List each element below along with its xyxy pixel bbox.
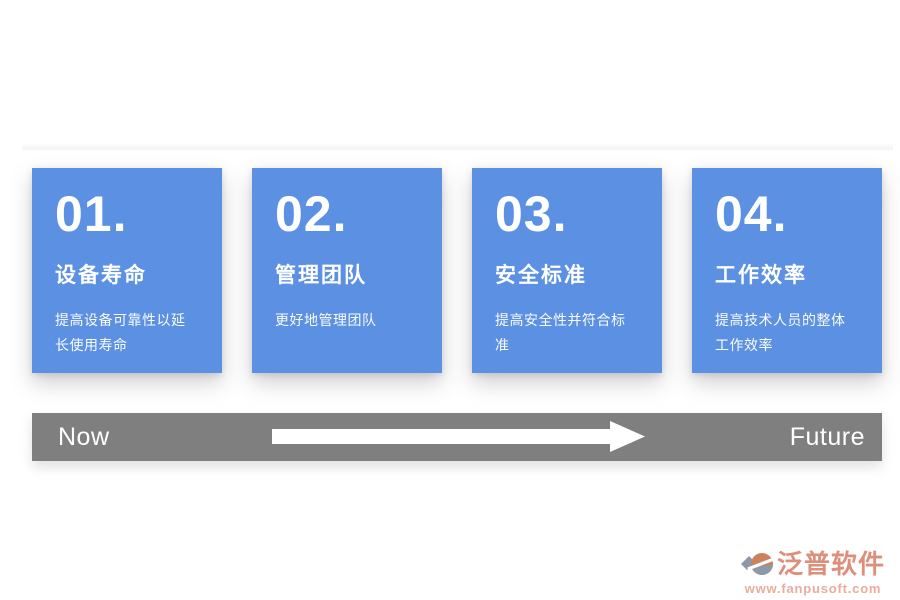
arrow-right-icon bbox=[272, 421, 645, 452]
step-card-4: 04. 工作效率 提高技术人员的整体工作效率 bbox=[692, 168, 882, 373]
timeline-bar: Now Future bbox=[32, 413, 882, 461]
website-url: www.fanpusoft.com bbox=[744, 581, 882, 596]
brand-name: 泛普软件 bbox=[776, 549, 885, 579]
step-number: 01. bbox=[55, 186, 128, 242]
step-card-3: 03. 安全标准 提高安全性并符合标准 bbox=[472, 168, 662, 373]
step-number: 02. bbox=[275, 186, 348, 242]
timeline-start-label: Now bbox=[58, 422, 110, 451]
step-title: 管理团队 bbox=[275, 264, 367, 287]
step-number: 04. bbox=[715, 186, 788, 242]
step-card-1: 01. 设备寿命 提高设备可靠性以延长使用寿命 bbox=[32, 168, 222, 373]
step-description: 提高设备可靠性以延长使用寿命 bbox=[55, 312, 186, 353]
step-description: 提高技术人员的整体工作效率 bbox=[715, 312, 846, 353]
fanpu-logo-icon bbox=[740, 553, 775, 575]
top-shadow-divider bbox=[22, 143, 893, 151]
step-card-2: 02. 管理团队 更好地管理团队 bbox=[252, 168, 442, 373]
step-description: 提高安全性并符合标准 bbox=[495, 312, 626, 353]
timeline-end-label: Future bbox=[789, 422, 865, 451]
step-title: 设备寿命 bbox=[55, 264, 147, 287]
step-number: 03. bbox=[495, 186, 568, 242]
step-title: 安全标准 bbox=[495, 264, 587, 287]
fanpu-watermark: 泛普软件 www.fanpusoft.com bbox=[740, 547, 885, 596]
step-description: 更好地管理团队 bbox=[275, 312, 377, 328]
step-title: 工作效率 bbox=[715, 264, 807, 287]
